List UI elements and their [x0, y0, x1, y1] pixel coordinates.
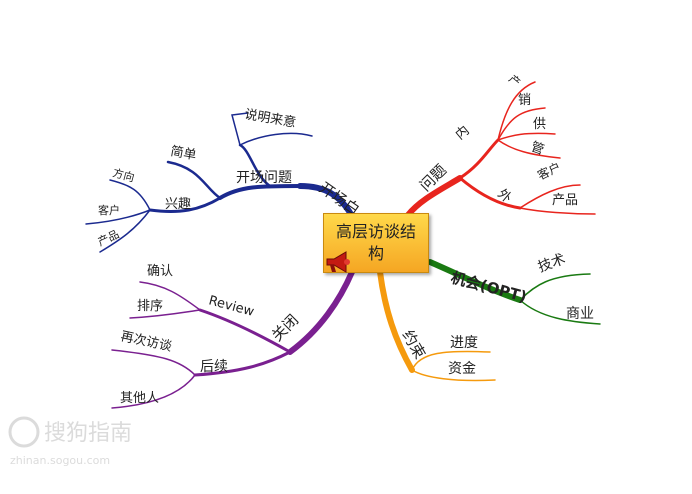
tech-label: 技术 [536, 251, 568, 276]
followup-label: 后续 [200, 358, 228, 375]
issues-e1-label: 客户 [535, 159, 563, 183]
issues-i4-label: 管 [529, 140, 546, 159]
issues-e2-label: 产品 [552, 193, 578, 208]
question-label: 开场问题 [236, 170, 292, 186]
branch-issues [405, 81, 596, 218]
sogou-watermark: 搜狗指南 zhinan.sogou.com [8, 416, 132, 467]
sogou-logo-icon [8, 416, 40, 448]
progress-label: 进度 [450, 335, 478, 351]
direction-label: 方向 [111, 165, 136, 184]
confirm-label: 确认 [147, 264, 173, 279]
reason-label: 说明来意 [243, 106, 297, 131]
simple-label: 简单 [169, 143, 197, 163]
sort-label: 排序 [137, 299, 163, 314]
branch-close [111, 269, 355, 409]
opportunity-label: 机会(OPT) [449, 268, 529, 305]
opening-main-link [297, 183, 355, 219]
revisit-label: 再次访谈 [119, 328, 173, 354]
branch-constraint [377, 269, 496, 382]
close-label: 关闭 [268, 311, 302, 345]
business-label: 商业 [566, 306, 594, 322]
internal-label: 内 [452, 122, 472, 143]
megaphone-icon [326, 251, 350, 273]
product-label: 产品 [95, 227, 121, 249]
central-topic-title: 高层访谈结构 [335, 222, 416, 263]
branch-opening [85, 112, 355, 253]
watermark-subtext: zhinan.sogou.com [10, 454, 110, 467]
issues-i1-label: 产 [506, 72, 523, 90]
issues-i2-label: 销 [518, 93, 531, 108]
others-label: 其他人 [120, 391, 159, 406]
external-label: 外 [494, 187, 514, 207]
issues-i3-label: 供 [533, 117, 546, 132]
funds-label: 资金 [448, 361, 476, 377]
customer-label: 客户 [98, 203, 120, 217]
interest-label: 兴趣 [165, 197, 191, 212]
watermark-text: 搜狗指南 [44, 421, 132, 446]
branch-opportunity [427, 259, 601, 325]
